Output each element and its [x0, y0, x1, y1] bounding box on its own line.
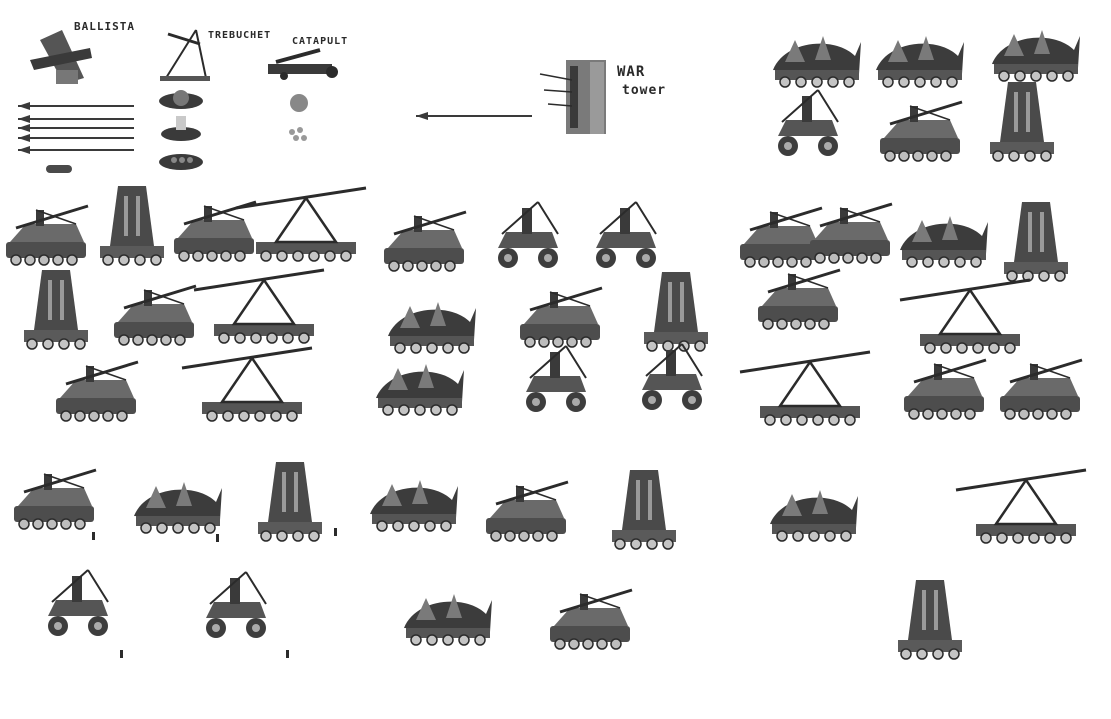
- scale-figures: [92, 528, 337, 658]
- catapult-ammo: [289, 94, 308, 141]
- label-catapult: CATAPULT: [292, 36, 348, 47]
- siege-vehicle-group-middle-center: [375, 201, 709, 416]
- siege-vehicle-group-bottom-left: [12, 461, 323, 639]
- label-trebuchet: TREBUCHET: [208, 30, 271, 41]
- siege-vehicle-group-middle-left: [4, 185, 368, 423]
- siege-vehicle-group-bottom-center: [369, 469, 677, 651]
- siege-vehicle-group-middle-right: [738, 201, 1084, 427]
- siege-vehicle-group-top-right: [772, 29, 1081, 163]
- ballista-sketch: [30, 30, 92, 84]
- siege-vehicle-group-bottom-right: [769, 468, 1088, 660]
- war-tower-sketch: [415, 60, 606, 134]
- trebuchet-sketch: [160, 29, 210, 81]
- ballista-bolts: [17, 101, 135, 173]
- trebuchet-ammo: [159, 90, 203, 170]
- label-war-tower-2: tower: [622, 83, 666, 98]
- label-ballista: BALLISTA: [74, 20, 135, 33]
- label-war-tower-1: WAR: [617, 64, 645, 80]
- catapult-sketch: [268, 48, 338, 80]
